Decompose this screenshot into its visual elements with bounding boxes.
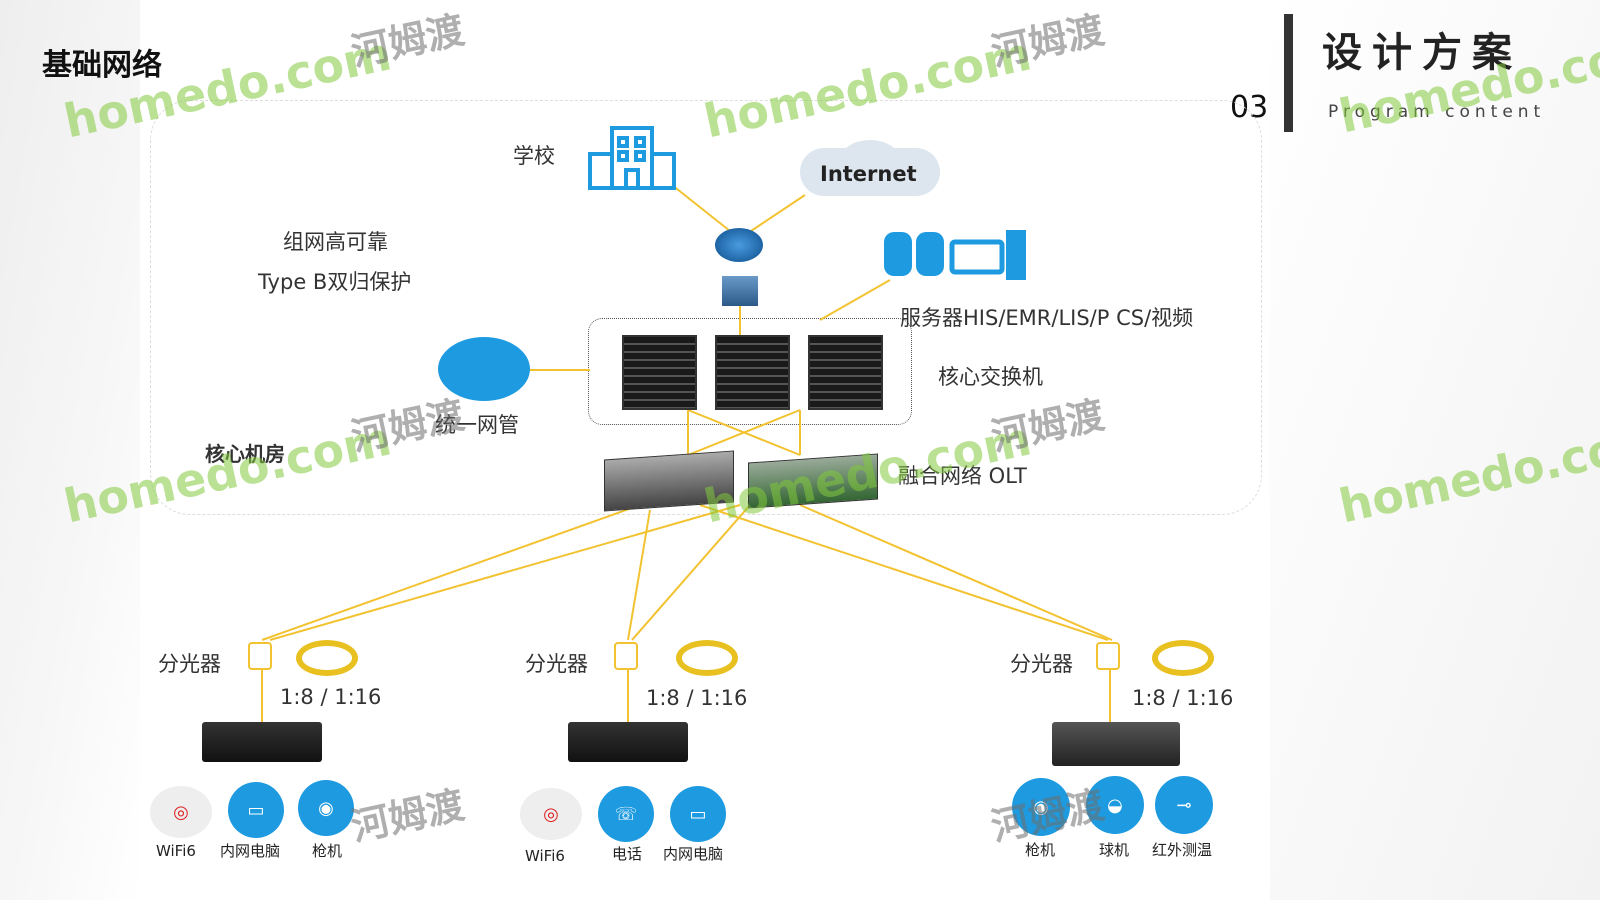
fiber-splitter-icon [1152, 640, 1214, 676]
access-router [1052, 722, 1180, 766]
reliability-line1: 组网高可靠 [283, 230, 388, 254]
link-olt-splitter2 [627, 509, 651, 641]
nms-icon [438, 337, 530, 401]
device-label: 电话 [612, 845, 643, 863]
background-right [1270, 0, 1600, 900]
thermal-camera-icon: ⊸ [1155, 776, 1213, 834]
core-switch-label: 核心交换机 [938, 365, 1043, 389]
device-label: 内网电脑 [663, 845, 724, 863]
olt-label: 融合网络 OLT [898, 464, 1027, 488]
link-servers-core [819, 279, 891, 321]
reliability-line2: Type B双归保护 [258, 270, 412, 294]
device-label: 枪机 [312, 842, 343, 860]
server-storage-icon [884, 230, 1026, 280]
wifi6-ap-icon: ◎ [520, 788, 582, 840]
splitter-icon [1096, 642, 1120, 670]
split-ratio: 1:8 / 1:16 [1132, 686, 1234, 710]
device-label: 红外测温 [1152, 841, 1213, 859]
background-left [0, 0, 140, 900]
section-bar [1284, 14, 1293, 132]
computer-icon: ▭ [670, 786, 726, 842]
school-building-icon [588, 126, 676, 190]
link-internet-router [744, 194, 806, 236]
core-switch-group [588, 318, 912, 425]
split-ratio: 1:8 / 1:16 [280, 685, 382, 709]
split-ratio: 1:8 / 1:16 [646, 686, 748, 710]
firewall-icon [722, 276, 758, 306]
page-title: 基础网络 [42, 48, 162, 83]
core-switch-chassis [715, 335, 790, 410]
fiber-splitter-icon [296, 640, 358, 676]
splitter-label: 分光器 [1010, 652, 1073, 676]
camera-icon: ◉ [298, 780, 354, 836]
device-label: 内网电脑 [220, 842, 281, 860]
nms-label: 统一网管 [435, 413, 519, 437]
core-room-label: 核心机房 [205, 442, 285, 466]
device-label: 枪机 [1025, 841, 1056, 859]
device-label: WiFi6 [156, 842, 196, 860]
phone-icon: ☏ [598, 786, 654, 842]
splitter-icon [614, 642, 638, 670]
fiber-splitter-icon [676, 640, 738, 676]
wifi6-ap-icon: ◎ [150, 786, 212, 838]
link-school-router [671, 184, 736, 236]
device-label: 球机 [1099, 841, 1130, 859]
splitter-label: 分光器 [158, 652, 221, 676]
section-title: 设计方案 [1322, 30, 1522, 76]
internet-label: Internet [820, 162, 917, 186]
dome-camera-icon: ◒ [1086, 776, 1144, 834]
core-switch-chassis [622, 335, 697, 410]
splitter-icon [248, 642, 272, 670]
camera-icon: ◉ [1012, 778, 1070, 836]
section-subtitle: Program content [1328, 102, 1546, 122]
access-switch [568, 722, 688, 762]
school-label: 学校 [513, 144, 555, 168]
access-switch [202, 722, 322, 762]
link-olt-splitter3 [699, 504, 1109, 641]
router-icon [715, 228, 763, 262]
splitter-label: 分光器 [525, 652, 588, 676]
computer-icon: ▭ [228, 782, 284, 838]
servers-label: 服务器HIS/EMR/LIS/P CS/视频 [900, 306, 1194, 330]
core-switch-chassis [808, 335, 883, 410]
link-olt-splitter1 [261, 504, 641, 641]
device-label: WiFi6 [525, 847, 565, 865]
